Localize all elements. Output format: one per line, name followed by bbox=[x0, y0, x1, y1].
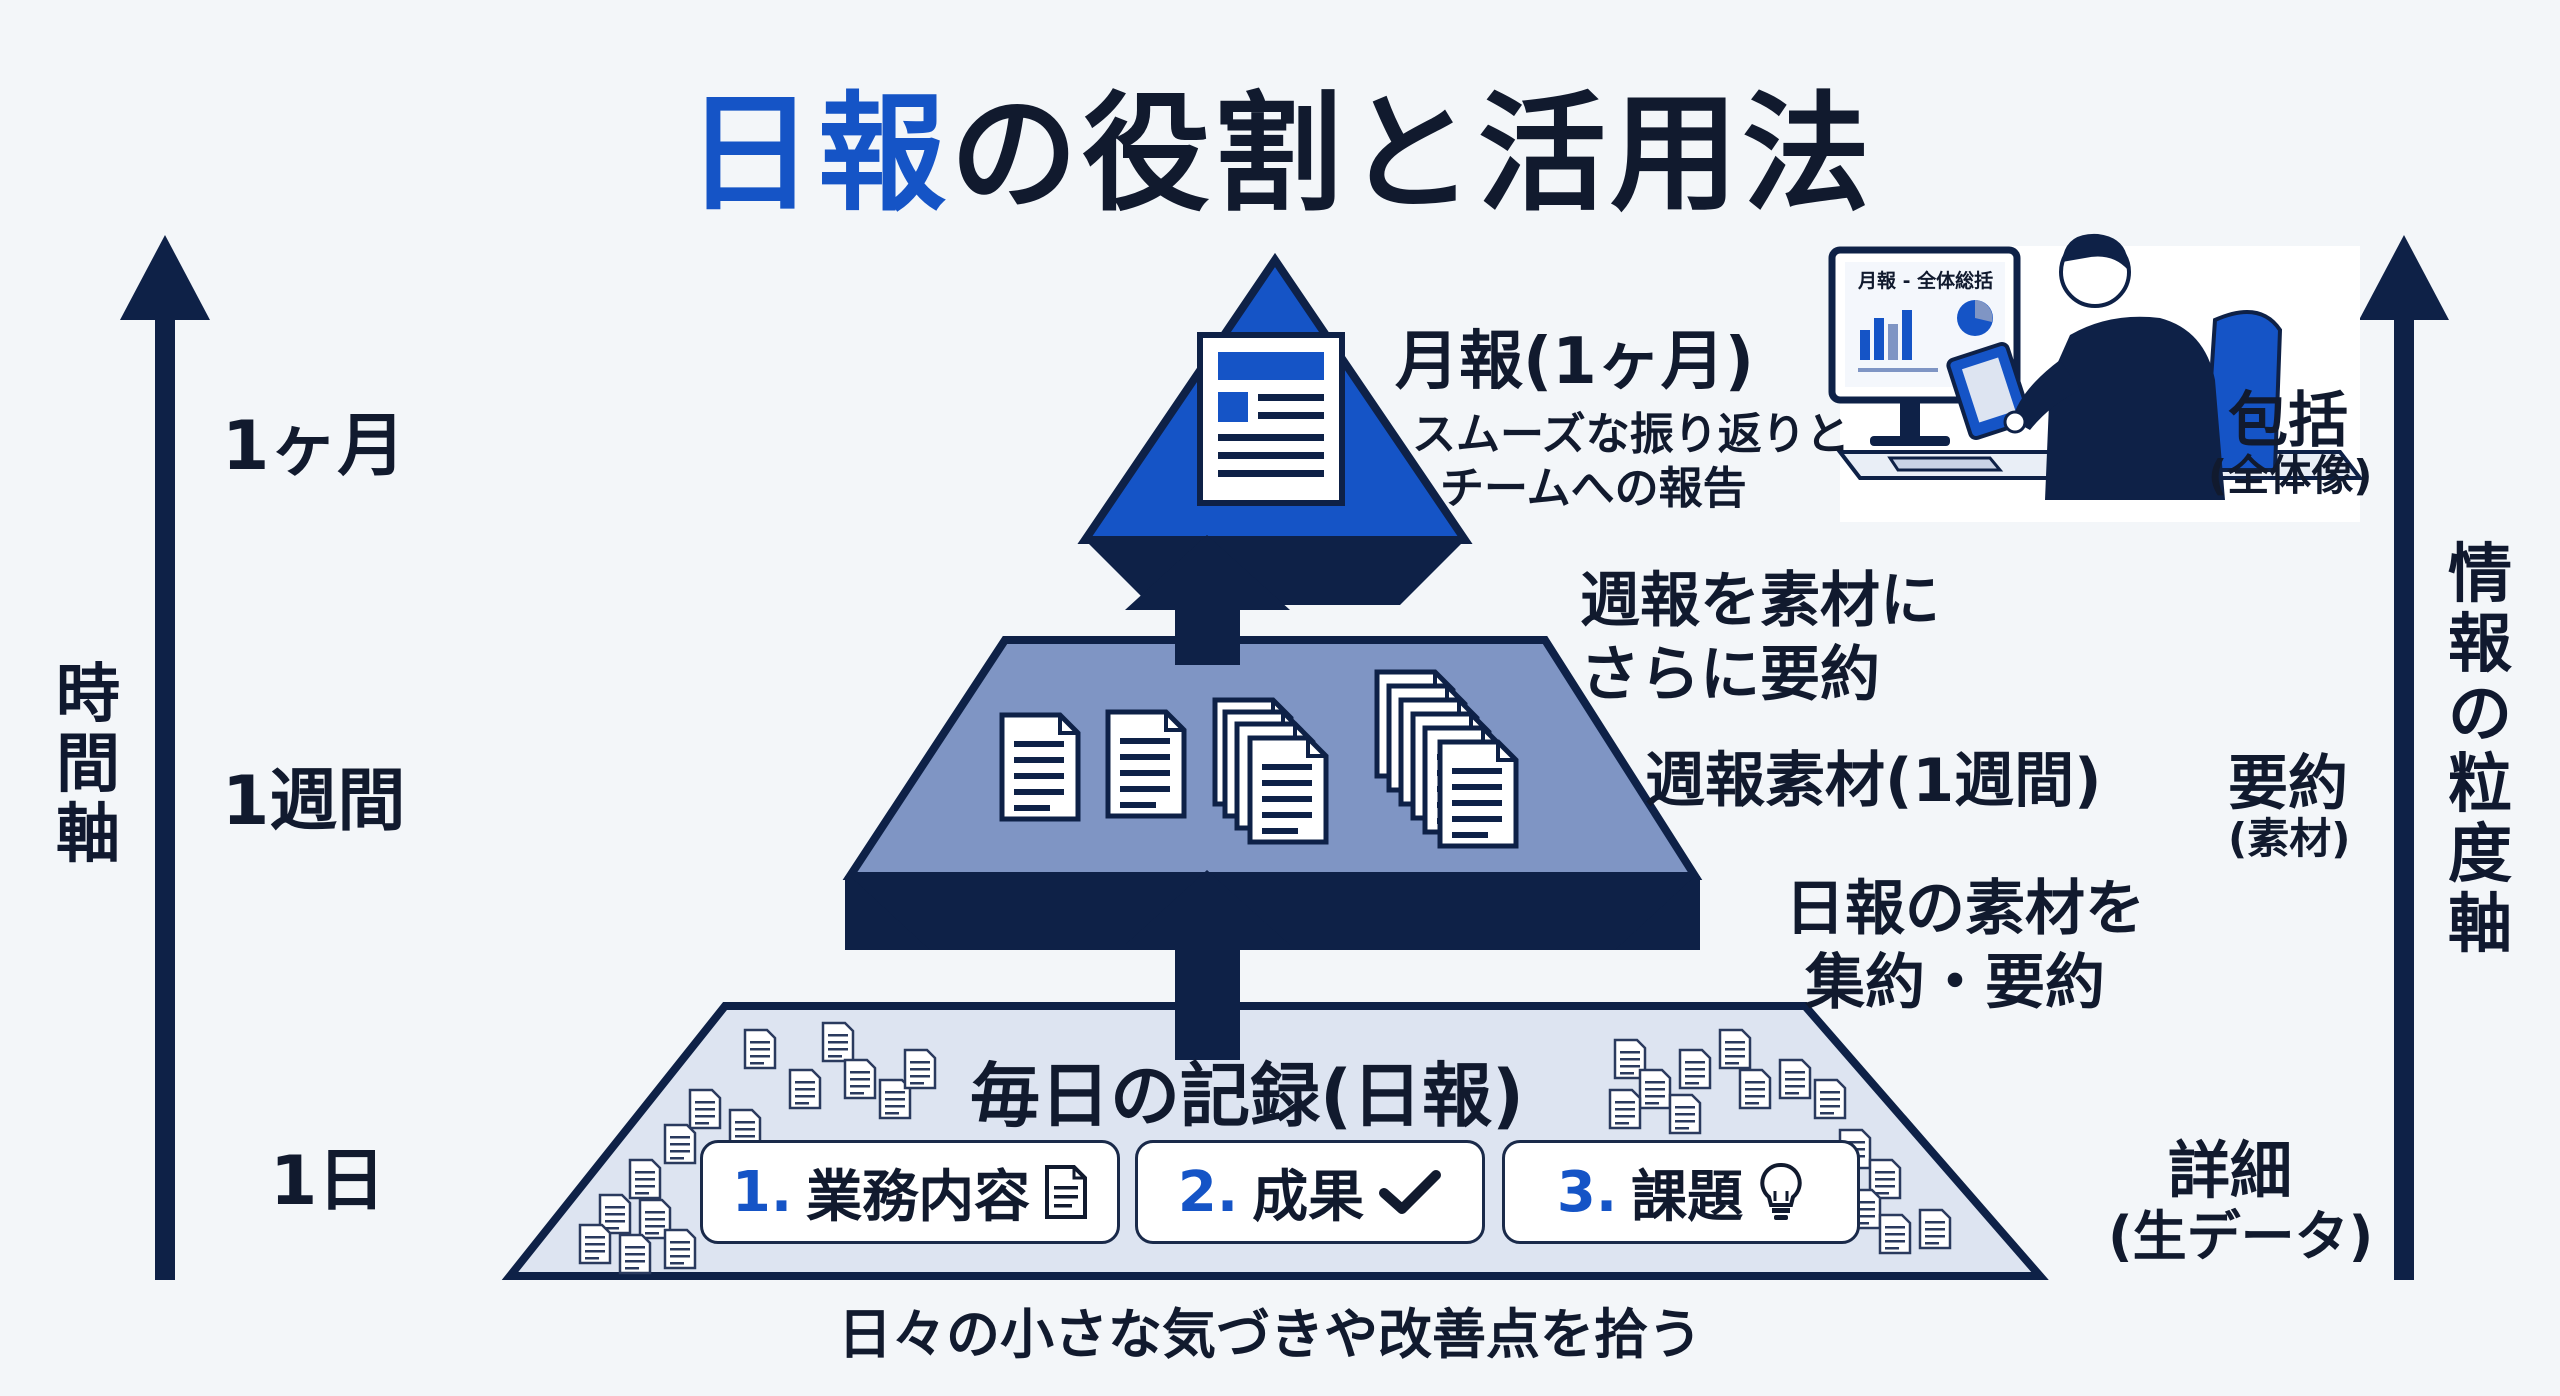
check-icon bbox=[1379, 1170, 1442, 1214]
time-level-month: 1ヶ月 bbox=[222, 407, 406, 486]
time-level-day: 1日 bbox=[270, 1142, 386, 1221]
screen-title: 月報 - 全体総括 bbox=[1858, 270, 1994, 292]
daily-item-number: 2. bbox=[1177, 1159, 1239, 1225]
daily-item-number: 3. bbox=[1556, 1159, 1618, 1225]
daily-item-label: 課題 bbox=[1631, 1164, 1744, 1230]
lightbulb-icon bbox=[1760, 1162, 1802, 1220]
arrow-weekly-to-monthly bbox=[1125, 535, 1290, 665]
monthly-heading: 月報(1ヶ月) bbox=[1395, 325, 1755, 399]
granularity-axis-arrow bbox=[2359, 235, 2449, 1280]
title-rest: の役割と活用法 bbox=[950, 80, 1875, 229]
daily-item-work-content: 1. 業務内容 bbox=[700, 1140, 1120, 1244]
granularity-comprehensive: 包括 bbox=[2228, 386, 2348, 456]
daily-item-number: 1. bbox=[731, 1159, 793, 1225]
granularity-comprehensive-sub: (全体像) bbox=[2208, 451, 2373, 500]
monthly-desc-line2: チームへの報告 bbox=[1440, 463, 1747, 514]
daily-item-label: 業務内容 bbox=[806, 1164, 1031, 1230]
step-daily-to-weekly-line1: 日報の素材を bbox=[1785, 874, 2145, 944]
step-weekly-to-monthly-line1: 週報を素材に bbox=[1580, 566, 1940, 636]
monthly-report-icon bbox=[1197, 332, 1345, 506]
daily-heading: 毎日の記録(日報) bbox=[970, 1055, 1524, 1137]
arrow-daily-to-weekly bbox=[1125, 870, 1290, 1060]
step-daily-to-weekly-line2: 集約・要約 bbox=[1805, 948, 2105, 1018]
person-at-computer-illustration bbox=[1828, 233, 2365, 522]
time-axis-label: 時間軸 bbox=[56, 658, 120, 872]
granularity-summary: 要約 bbox=[2228, 749, 2348, 819]
title-highlight: 日報 bbox=[685, 80, 950, 229]
document-icon bbox=[1045, 1165, 1088, 1219]
page-title: 日報の役割と活用法 bbox=[0, 50, 2560, 235]
daily-item-results: 2. 成果 bbox=[1135, 1140, 1485, 1244]
time-level-week: 1週間 bbox=[222, 762, 406, 841]
granularity-detail: 詳細 bbox=[2168, 1134, 2293, 1207]
daily-item-label: 成果 bbox=[1252, 1164, 1365, 1230]
granularity-detail-sub: (生データ) bbox=[2108, 1205, 2374, 1268]
granularity-summary-sub: (素材) bbox=[2228, 814, 2351, 863]
daily-item-issues: 3. 課題 bbox=[1502, 1140, 1860, 1244]
granularity-axis-label: 情報の粒度軸 bbox=[2448, 538, 2512, 962]
time-axis-arrow bbox=[120, 235, 210, 1280]
daily-caption: 日々の小さな気づきや改善点を拾う bbox=[838, 1303, 1702, 1366]
weekly-heading: 週報素材(1週間) bbox=[1645, 746, 2102, 816]
step-weekly-to-monthly-line2: さらに要約 bbox=[1580, 640, 1880, 710]
monthly-desc-line1: スムーズな振り返りと bbox=[1412, 409, 1850, 460]
